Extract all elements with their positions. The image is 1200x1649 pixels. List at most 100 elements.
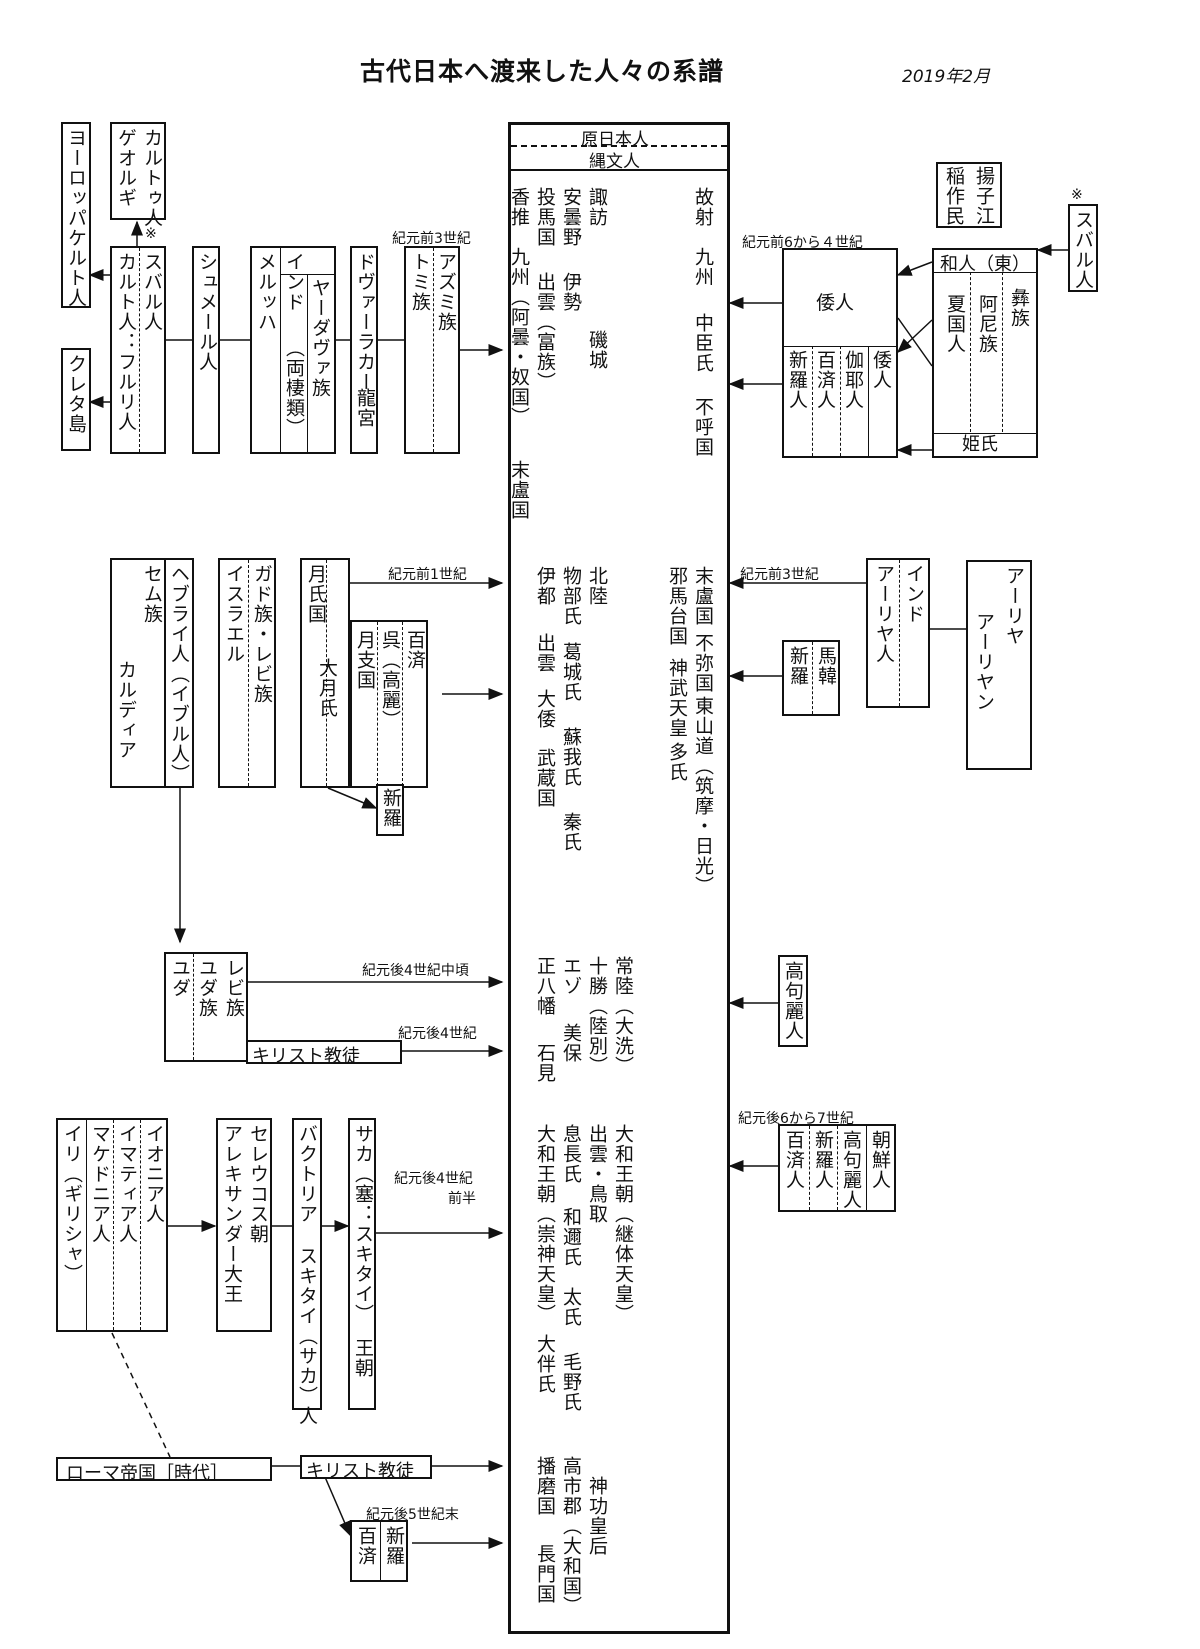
silla-box: 新羅	[376, 784, 404, 836]
label-ad4: 紀元後4世紀	[398, 1026, 477, 1042]
europe-celt-box: ヨーロッパケルト人	[61, 122, 91, 308]
label-bc1: 紀元前1世紀	[388, 567, 467, 583]
yangtze-box: 稲作民 揚子江	[936, 162, 1002, 228]
center-text: 太氏	[560, 1287, 582, 1327]
center-text: 磯城	[586, 330, 608, 370]
center-text: 末盧国	[692, 566, 714, 626]
seleucid-box: セレウコス朝 アレキサンダー大王	[216, 1118, 272, 1332]
line-east-cross	[897, 317, 933, 367]
center-text: 邪馬台国	[666, 566, 688, 646]
label-ad4-first: 紀元後4世紀	[394, 1171, 473, 1187]
korea-box: 朝鮮人 高句麗人 新羅人 百済人	[778, 1124, 896, 1212]
east-wajin-box: 和人（東） 夏国人 阿尼族 彝族 姫氏	[932, 248, 1038, 458]
asterisk-mark-right: ※	[1071, 187, 1083, 203]
semite-box: セム族 カルディア	[110, 558, 166, 788]
center-text: 正八幡	[534, 956, 556, 1016]
center-text: 大和王朝（崇神天皇）	[534, 1124, 556, 1324]
center-text: 中臣氏	[692, 313, 714, 373]
yuezhi-box: 月氏国 大月氏	[300, 558, 350, 788]
baekje-wu-box: 百済 呉（高麗） 月支国	[350, 620, 428, 788]
mahan-box: 馬韓 新羅	[782, 640, 840, 716]
center-text: エゾ	[560, 956, 582, 996]
central-box: 原日本人 縄文人	[508, 122, 730, 1634]
label-bc3: 紀元前3世紀	[392, 231, 471, 247]
center-text: 出雲・鳥取	[586, 1124, 608, 1224]
center-text: 投馬国	[534, 187, 556, 247]
center-text: 九州	[692, 247, 714, 287]
rome-box: ローマ帝国［時代］	[56, 1457, 272, 1484]
center-text: 末盧国	[508, 460, 530, 520]
center-text: 多氏	[666, 742, 688, 782]
arrow-christ2-kor	[324, 1476, 351, 1537]
center-text: 不弥国	[692, 633, 714, 693]
center-text: 不呼国	[692, 397, 714, 457]
dravida-box: ドヴァーラカー 龍宮	[350, 246, 378, 454]
center-text: 大伴氏	[534, 1334, 556, 1394]
goguryeo-box: 高句麗人	[778, 955, 808, 1047]
center-text: 伊都	[534, 566, 556, 606]
label-bc6-4: 紀元前6から４世紀	[742, 235, 863, 251]
center-text: 高市郡（大和国）	[560, 1456, 582, 1616]
india-arya-box: インド アーリヤ人	[866, 558, 930, 708]
center-text: 石見	[534, 1043, 556, 1083]
levi-judah-box: レビ族 ユダ族 ユダ	[164, 952, 248, 1062]
center-text: 伊勢	[560, 272, 582, 312]
subaru-right-box: スバル人	[1068, 204, 1098, 292]
center-text: 常陸（大洗）	[612, 956, 634, 1076]
center-text: 蘇我氏	[560, 727, 582, 787]
crete-box: クレタ島	[61, 348, 91, 451]
israel-box: ガド族・レビ族 イスラエル	[218, 558, 276, 788]
center-text: 出雲（富族）	[534, 272, 556, 392]
center-text: 大和王朝（継体天皇）	[612, 1124, 634, 1324]
arrow-east-to-wajin-2	[896, 319, 933, 354]
saka-box: サカ（塞：スキタイ） 王朝	[348, 1118, 376, 1410]
india-meluhha-box: インド メルッハ ヤーダヴァ族 （両棲類）	[250, 246, 336, 454]
center-text: 武蔵国	[534, 748, 556, 808]
center-text: 長門国	[534, 1544, 556, 1604]
center-header-divider	[511, 145, 727, 147]
center-text: 物部氏	[560, 566, 582, 626]
center-text: 大倭	[534, 689, 556, 729]
arya-box: アーリヤ アーリヤン	[966, 560, 1032, 770]
center-text: 播磨国	[534, 1456, 556, 1516]
christian-box-1: キリスト教徒	[246, 1040, 402, 1067]
center-text: 諏訪	[586, 187, 608, 227]
arrow-east-to-wajin	[896, 261, 933, 276]
label-ad4-first-half: 前半	[448, 1191, 476, 1207]
label-ad4-mid: 紀元後4世紀中頃	[362, 963, 469, 979]
bactria-box: バクトリア スキタイ（サカ）人	[292, 1118, 322, 1426]
center-text: 九州（阿曇・奴国）	[508, 247, 530, 427]
center-text: 出雲	[534, 633, 556, 673]
center-text: 息長氏	[560, 1124, 582, 1184]
center-text: 安曇野	[560, 187, 582, 247]
center-text: 香推	[508, 187, 530, 227]
page-title: 古代日本へ渡来した人々の系譜	[360, 57, 725, 86]
center-text: 東山道（筑摩・日光）	[692, 696, 714, 896]
center-header-2: 縄文人	[589, 152, 640, 172]
center-text: 美保	[560, 1023, 582, 1063]
christian-box-2: キリスト教徒	[300, 1455, 432, 1482]
celt-box: カルトゥ人 ゲオルギ	[110, 122, 166, 228]
greek-box: イオニア人 イマティア人 マケドニア人 イリ（ギリシャ）	[56, 1118, 168, 1332]
center-text: 神功皇后	[586, 1476, 608, 1556]
center-text: 故射	[692, 187, 714, 227]
subaru-box: スバル人 カルト人：フルリ人	[110, 246, 166, 454]
center-text: 神武天皇	[666, 658, 688, 738]
hebrew-box: ヘブライ人（イブル人）	[164, 558, 194, 788]
wajin-box: 倭人 新羅人 百済人 伽耶人 倭人	[782, 248, 898, 458]
center-text: 和邇氏	[560, 1207, 582, 1267]
dashed-iri-rome	[111, 1332, 171, 1458]
azumi-box: アズミ族 トミ族	[404, 246, 460, 454]
center-header-line	[511, 169, 727, 171]
center-text: 北陸	[586, 566, 608, 606]
center-text: 秦氏	[560, 812, 582, 852]
label-ad5-end: 紀元後5世紀末	[366, 1507, 459, 1523]
sumer-box: シュメール人	[192, 246, 220, 454]
center-text: 葛城氏	[560, 642, 582, 702]
center-text: 毛野氏	[560, 1352, 582, 1412]
date-label: 2019年2月	[902, 67, 991, 87]
arrow-yuezhi-silla	[327, 787, 378, 809]
center-text: 十勝（陸別）	[586, 956, 608, 1076]
